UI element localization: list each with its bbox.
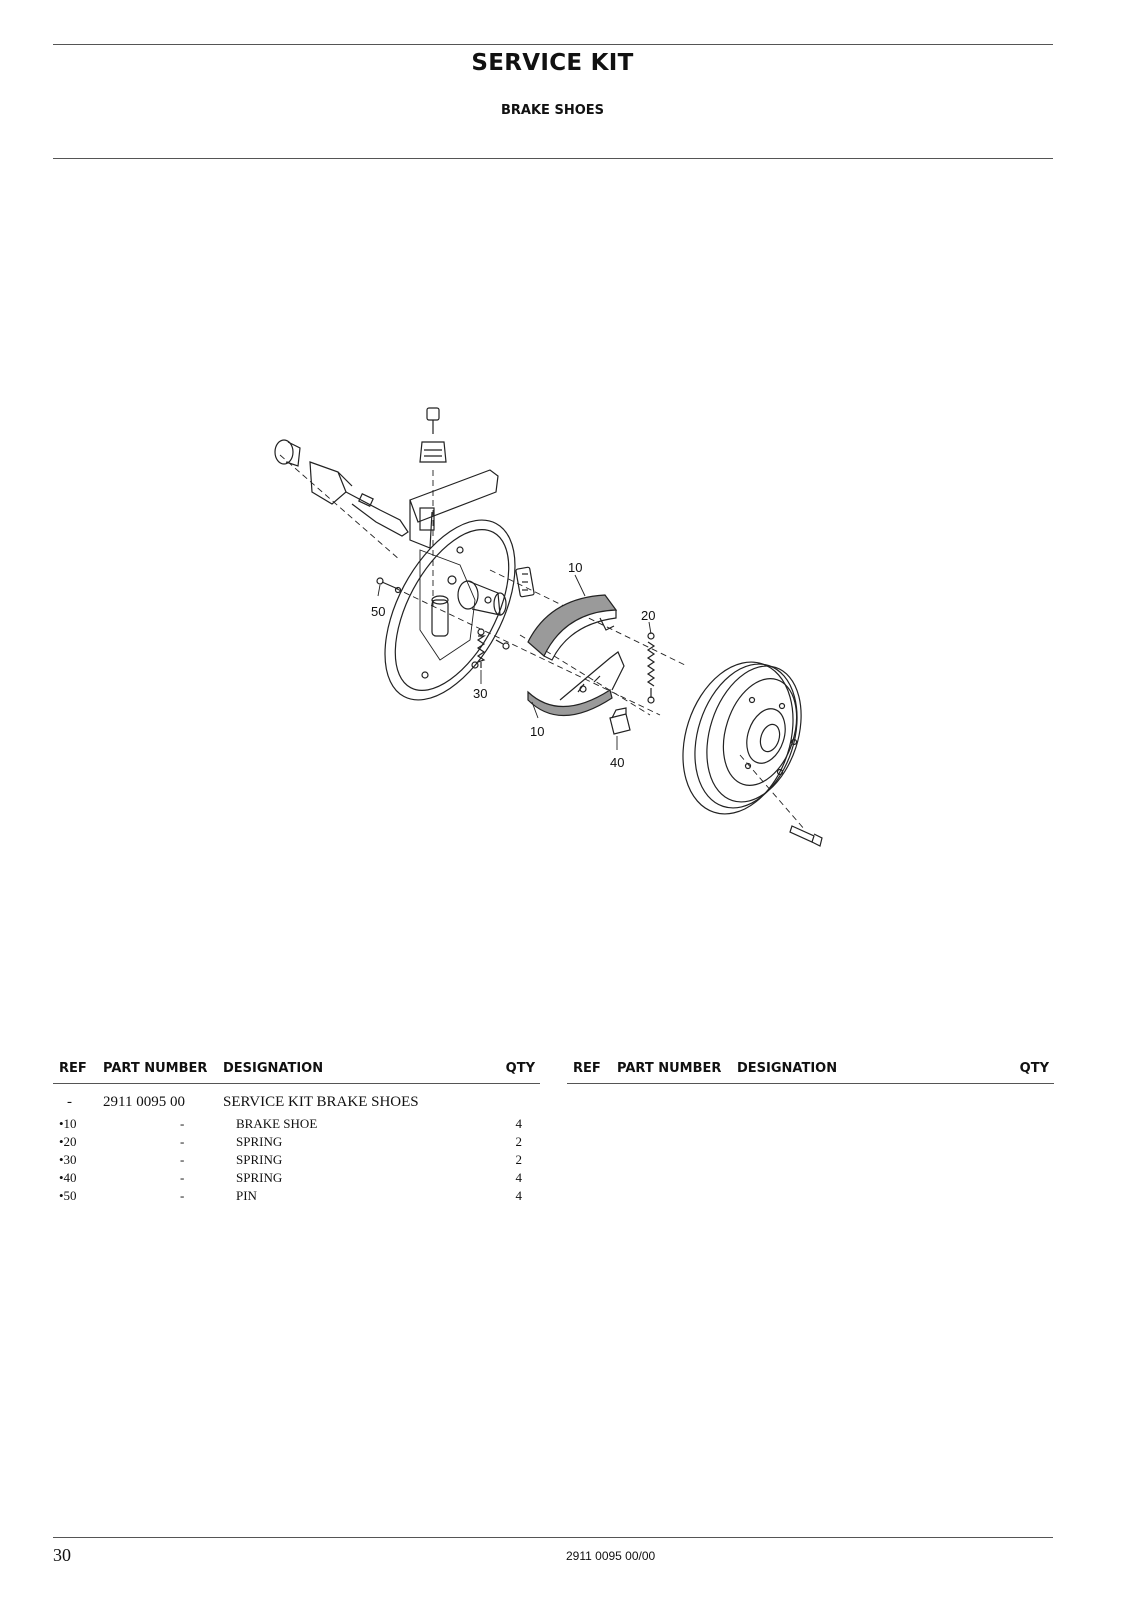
row-ref: - [67,1094,72,1110]
table-body: - 2911 0095 00 SERVICE KIT BRAKE SHOES •… [53,1094,540,1206]
row-qty: 4 [515,1116,523,1131]
row-designation: BRAKE SHOE [236,1116,318,1131]
parts-table-right: REF PART NUMBER DESIGNATION QTY [567,1061,1054,1084]
row-designation: SPRING [236,1170,283,1185]
brake-shoe-lower [527,651,625,717]
row-qty: 2 [515,1134,523,1149]
header-ref: REF [573,1061,601,1076]
header-part-number: PART NUMBER [103,1061,208,1076]
callout-10-lower: 10 [530,724,544,739]
row-part-number: - [180,1170,185,1185]
brake-drum [682,661,802,815]
row-designation: SPRING [236,1134,283,1149]
wheel-bolt [789,825,823,847]
shoe-adjuster [515,566,535,598]
row-part-number: - [180,1116,185,1131]
row-ref: •20 [59,1134,77,1149]
header-qty: QTY [1019,1061,1049,1076]
row-ref: •30 [59,1152,77,1167]
row-qty: 4 [515,1170,523,1185]
document-code: 2911 0095 00/00 [566,1549,656,1563]
header-designation: DESIGNATION [223,1061,324,1076]
header-designation: DESIGNATION [737,1061,838,1076]
brake-shoe-upper [527,594,618,661]
row-ref: •40 [59,1170,77,1185]
row-ref: •10 [59,1116,77,1131]
row-designation: SERVICE KIT BRAKE SHOES [223,1094,419,1110]
callout-40: 40 [610,755,624,770]
table-header: REF PART NUMBER DESIGNATION QTY [53,1061,540,1084]
row-ref: •50 [59,1188,77,1203]
page-number: 30 [53,1545,71,1565]
table-row: •20 - SPRING 2 [53,1134,540,1152]
spring-20 [646,632,656,704]
brake-cable [274,439,409,537]
table-row: •10 - BRAKE SHOE 4 [53,1116,540,1134]
row-designation: SPRING [236,1152,283,1167]
callout-30: 30 [473,686,487,701]
row-part-number: - [180,1134,185,1149]
header-ref: REF [59,1061,87,1076]
row-part-number: 2911 0095 00 [103,1094,185,1110]
row-qty: 4 [515,1188,523,1203]
callout-10-upper: 10 [568,560,582,575]
row-part-number: - [180,1188,185,1203]
row-designation: PIN [236,1188,257,1203]
table-row: •30 - SPRING 2 [53,1152,540,1170]
header-top-rule [53,44,1053,45]
callout-leaders [377,574,652,750]
exploded-view-diagram: 10 20 50 30 10 40 [260,400,860,900]
header-qty: QTY [505,1061,535,1076]
table-header: REF PART NUMBER DESIGNATION QTY [567,1061,1054,1084]
spring-30 [476,628,510,668]
page-title: SERVICE KIT [471,50,634,76]
page-subtitle: BRAKE SHOES [501,103,604,118]
parts-table-left: REF PART NUMBER DESIGNATION QTY - 2911 0… [53,1061,540,1206]
pin-50 [376,577,402,594]
header-part-number: PART NUMBER [617,1061,722,1076]
header-bottom-rule [53,158,1053,159]
table-row: - 2911 0095 00 SERVICE KIT BRAKE SHOES [53,1094,540,1116]
footer-rule [53,1537,1053,1538]
spring-clip-40 [609,707,631,735]
top-bolt [419,407,447,463]
mounting-bracket [409,469,499,549]
table-row: •50 - PIN 4 [53,1188,540,1206]
callout-50: 50 [371,604,385,619]
row-part-number: - [180,1152,185,1167]
brake-back-plate [384,519,516,701]
callout-20: 20 [641,608,655,623]
table-row: •40 - SPRING 4 [53,1170,540,1188]
row-qty: 2 [515,1152,523,1167]
